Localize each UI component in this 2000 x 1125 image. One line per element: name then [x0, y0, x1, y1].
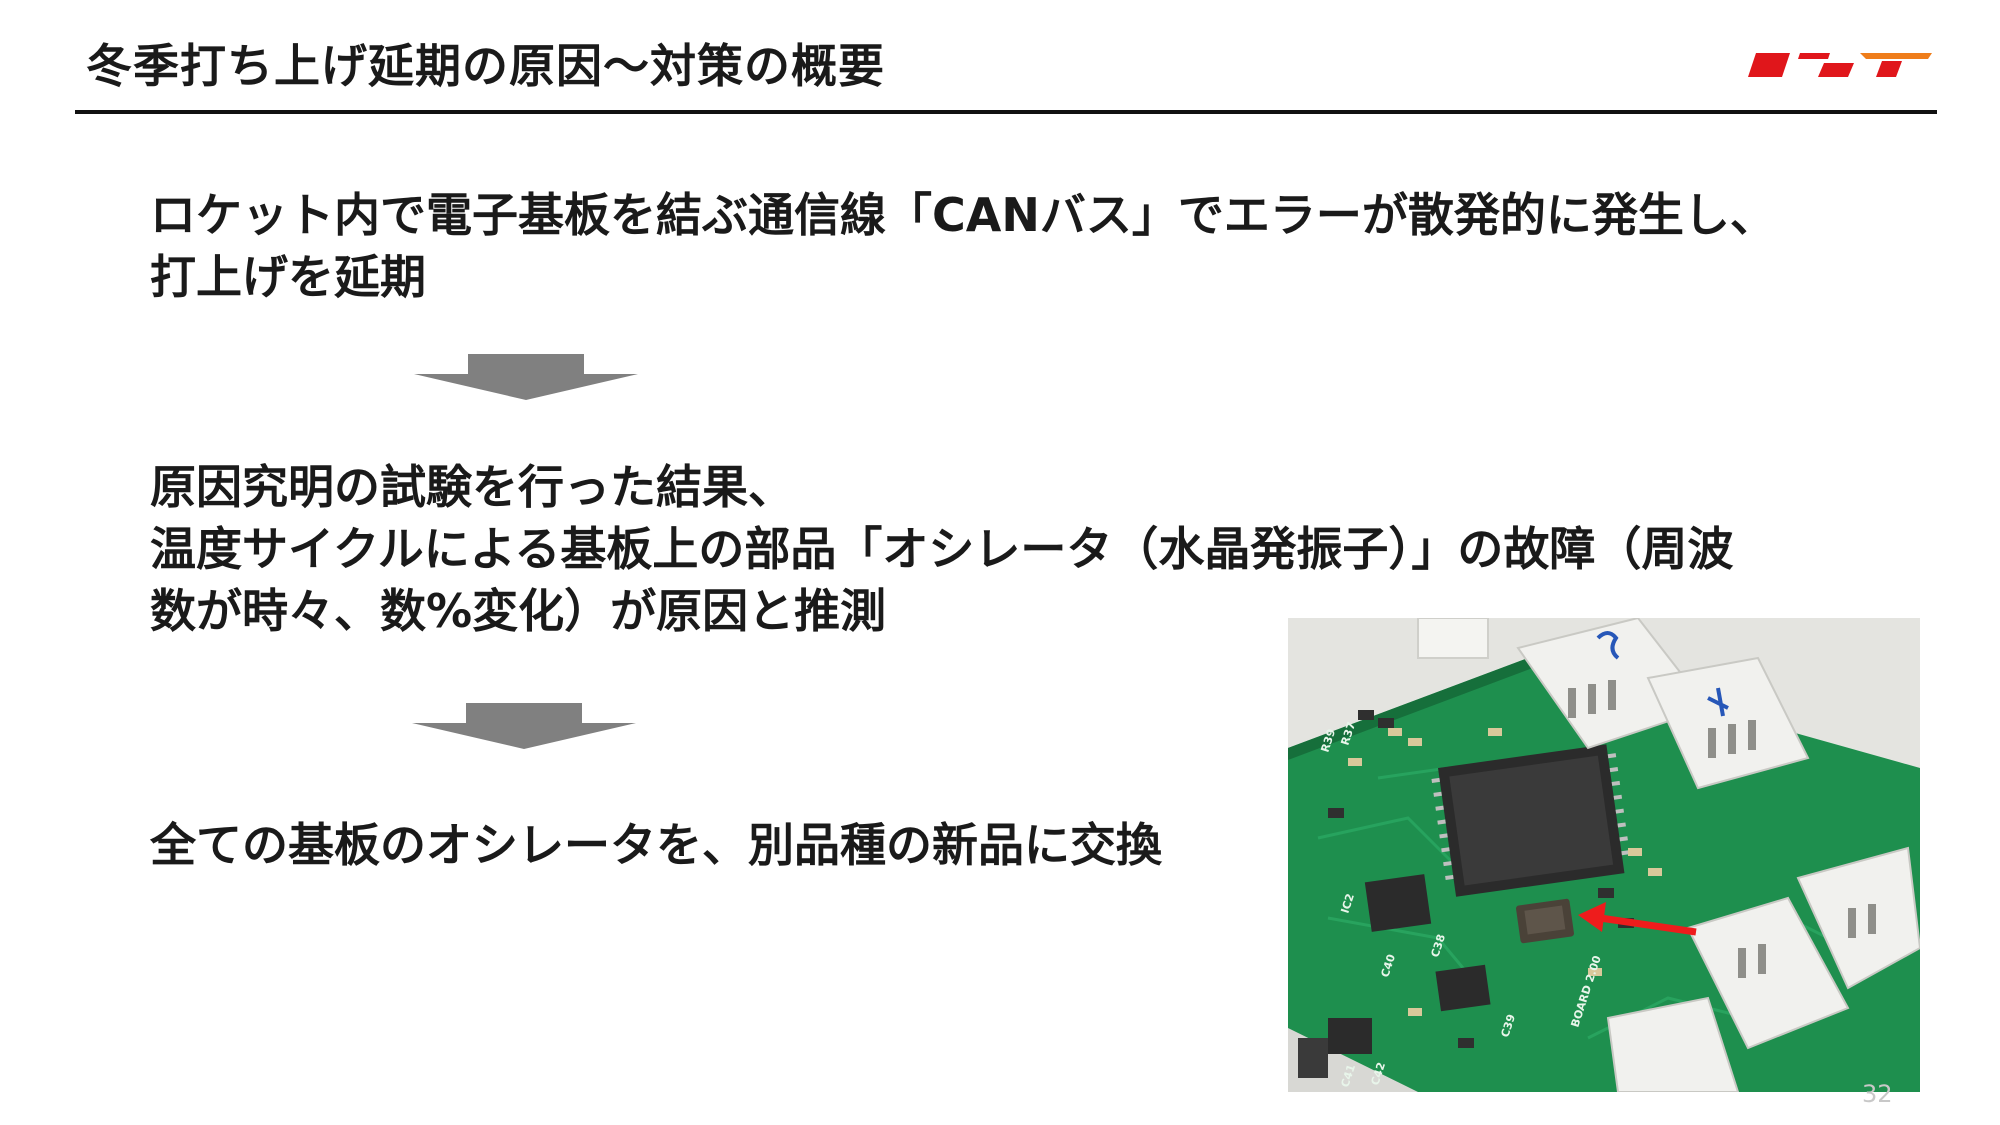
slide-title: 冬季打ち上げ延期の原因～対策の概要: [86, 39, 885, 93]
paragraph-line: 原因究明の試験を行った結果、: [150, 460, 794, 514]
down-arrow-icon: [414, 354, 638, 400]
paragraph-line: 全ての基板のオシレータを、別品種の新品に交換: [150, 818, 1162, 872]
down-arrow-icon: [412, 703, 636, 749]
pointer-arrow-icon: [1578, 902, 1697, 936]
paragraph-cause: ロケット内で電子基板を結ぶ通信線「CANバス」でエラーが散発的に発生し、 打上げ…: [150, 184, 1776, 308]
silkscreen-label: IC2: [1338, 892, 1356, 915]
paragraph-line: 打上げを延期: [150, 250, 426, 304]
title-divider: [75, 110, 1937, 114]
page-number: 32: [1862, 1080, 1893, 1108]
paragraph-countermeasure: 全ての基板のオシレータを、別品種の新品に交換: [150, 814, 1162, 876]
paragraph-line: 数が時々、数%変化）が原因と推測: [150, 584, 887, 638]
paragraph-investigation: 原因究明の試験を行った結果、 温度サイクルによる基板上の部品「オシレータ（水晶発…: [150, 456, 1733, 642]
circuit-board-illustration: BOARD 2.00 C40 C38 C41 C42 R39 R37 IC2 C…: [1288, 618, 1920, 1092]
paragraph-line: ロケット内で電子基板を結ぶ通信線「CANバス」でエラーが散発的に発生し、: [150, 188, 1776, 242]
circuit-board-photo: BOARD 2.00 C40 C38 C41 C42 R39 R37 IC2 C…: [1288, 618, 1920, 1092]
ist-logo: [1748, 53, 1932, 77]
paragraph-line: 温度サイクルによる基板上の部品「オシレータ（水晶発振子）」の故障（周波: [150, 522, 1734, 576]
